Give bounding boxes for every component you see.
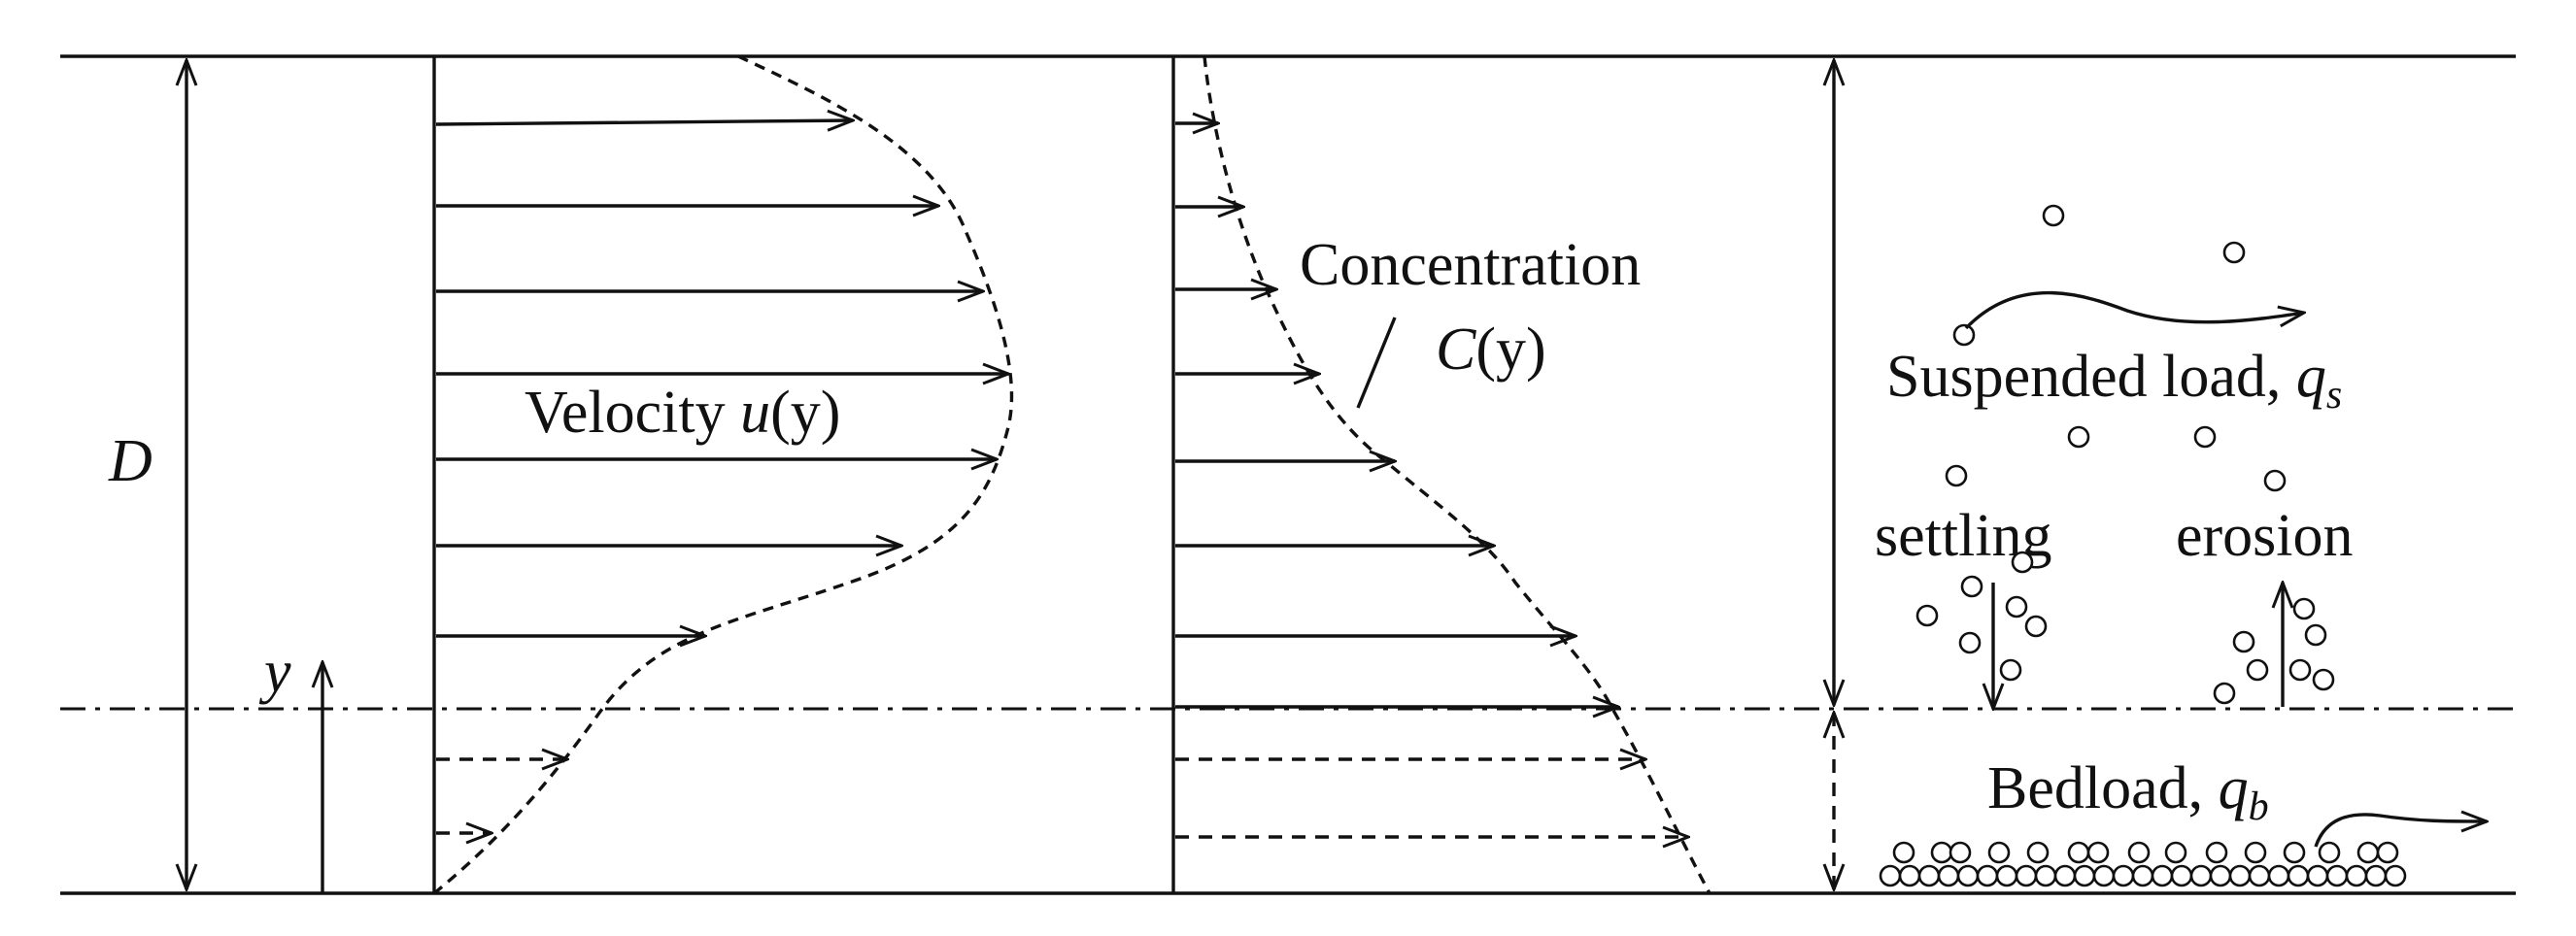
bed-grain	[2086, 841, 2110, 864]
concentration-profile-curve	[1203, 55, 1712, 894]
suspended-load-particles	[1945, 204, 2287, 492]
depth-label: D	[108, 428, 153, 494]
concentration-label: Concentration	[1300, 232, 1641, 298]
bed-grain	[2026, 841, 2050, 864]
bed-grain	[2034, 864, 2057, 887]
velocity-profile-curve	[432, 54, 1014, 895]
sediment-particle	[1958, 631, 1982, 654]
bed-grain	[2228, 864, 2252, 887]
bed-grain	[2248, 864, 2271, 887]
bed-grain	[2073, 864, 2096, 887]
bed-grain	[2306, 864, 2329, 887]
settling-particles	[1915, 551, 2048, 682]
sediment-particle	[2193, 425, 2217, 449]
velocity-arrow	[435, 120, 853, 124]
sediment-particle	[1960, 575, 1983, 598]
bed-grain	[2164, 841, 2187, 864]
bed-grain	[2318, 841, 2341, 864]
bed-grain	[1930, 841, 1953, 864]
bed-grain	[1937, 864, 1960, 887]
bedload-trajectory-arrow	[2314, 815, 2487, 848]
concentration-leader-line	[1356, 317, 1397, 409]
sediment-particle	[2011, 551, 2034, 574]
sediment-particle	[1945, 464, 1968, 487]
y-label: y	[258, 639, 291, 705]
bed-grain	[2067, 841, 2090, 864]
bed-grain	[1917, 864, 1941, 887]
bed-grain	[2356, 841, 2380, 864]
bed-grain	[2205, 841, 2228, 864]
bed-grain	[2267, 864, 2290, 887]
bed-grain	[2053, 864, 2077, 887]
bed-grain	[1956, 864, 1980, 887]
sediment-particle	[2232, 630, 2255, 653]
bed-grain	[2131, 864, 2154, 887]
bed-grain	[2384, 864, 2407, 887]
sediment-particle	[2288, 658, 2312, 682]
bed-grain	[2015, 864, 2038, 887]
bed-grain	[2287, 864, 2310, 887]
sediment-particle	[2312, 668, 2335, 691]
bed-grain	[2376, 841, 2399, 864]
bed-grain	[2209, 864, 2232, 887]
sediment-particle	[2213, 682, 2236, 705]
bed-grain	[1976, 864, 1999, 887]
sediment-particle	[1999, 658, 2022, 682]
bed-grain	[2189, 864, 2213, 887]
bedload-particles	[1879, 841, 2407, 887]
suspended-trajectory-arrow	[1964, 290, 2304, 330]
bed-grain	[2244, 841, 2267, 864]
bed-grain	[2170, 864, 2193, 887]
bed-grain	[2092, 864, 2116, 887]
bed-grain	[2345, 864, 2368, 887]
velocity-profile: Velocity u(y)	[432, 54, 1014, 895]
bed-grain	[1898, 864, 1921, 887]
velocity-label: Velocity u(y)	[525, 380, 840, 446]
bed-grain	[2364, 864, 2388, 887]
suspended-load-label: Suspended load, qs	[1886, 344, 2342, 418]
sediment-particle	[2222, 241, 2246, 264]
sediment-particle	[2067, 425, 2090, 449]
bed-grain	[2325, 864, 2349, 887]
bed-grain	[2283, 841, 2306, 864]
bed-grain	[2112, 864, 2135, 887]
erosion-label: erosion	[2176, 503, 2354, 569]
bed-grain	[2151, 864, 2174, 887]
bed-grain	[1879, 864, 1902, 887]
bed-grain	[1987, 841, 2011, 864]
sediment-particle	[2246, 658, 2269, 682]
sediment-particle	[2024, 615, 2048, 638]
sediment-particle	[1952, 323, 1976, 347]
sediment-particle	[2304, 623, 2327, 647]
bed-grain	[1949, 841, 1972, 864]
sediment-particle	[2263, 469, 2287, 492]
erosion-particles	[2213, 597, 2335, 705]
bed-grain	[2127, 841, 2151, 864]
bedload-label: Bedload, qb	[1987, 755, 2269, 829]
sediment-particle	[2042, 204, 2065, 227]
sediment-particle	[2005, 595, 2028, 618]
sediment-particle	[1915, 604, 1939, 627]
concentration-symbol-label: C(y)	[1436, 317, 1546, 383]
concentration-profile: Concentration C(y)	[1171, 55, 1712, 894]
sediment-particle	[2292, 597, 2316, 620]
bed-grain	[1995, 864, 2018, 887]
bed-grain	[1892, 841, 1915, 864]
